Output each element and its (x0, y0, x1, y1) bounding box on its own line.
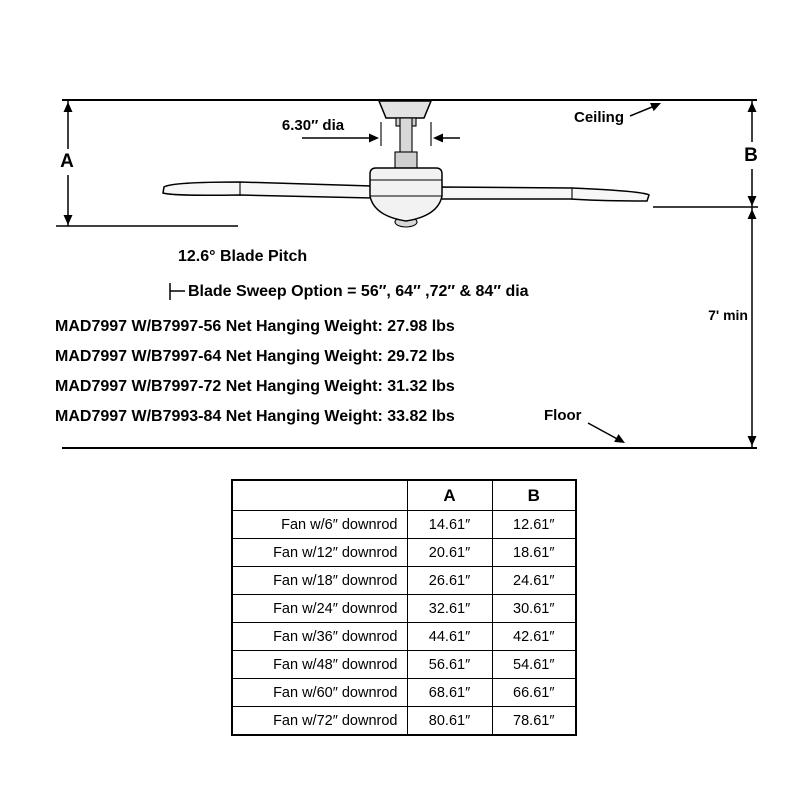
value-a: 14.61″ (406, 510, 493, 539)
floor-pointer-line (587, 422, 622, 442)
downrod-coupler (394, 151, 418, 169)
value-a: 68.61″ (406, 678, 493, 707)
row-label: Fan w/48″ downrod (231, 650, 408, 679)
fan-blade-left (162, 181, 373, 199)
hanging-weight-line-72: MAD7997 W/B7997-72 Net Hanging Weight: 3… (55, 378, 455, 395)
fan-downrod (399, 117, 413, 157)
value-b: 78.61″ (491, 706, 577, 736)
value-b: 54.61″ (491, 650, 577, 679)
dim-b-top-arrow-icon (747, 102, 757, 112)
table-corner-cell (231, 479, 408, 511)
col-header-a: A (406, 479, 493, 511)
hanging-weight-line-84: MAD7997 W/B7993-84 Net Hanging Weight: 3… (55, 408, 455, 425)
dim-a-top-arrow-icon (63, 102, 73, 112)
table-row: Fan w/24″ downrod 32.61″ 30.61″ (231, 594, 577, 623)
value-a: 44.61″ (406, 622, 493, 651)
value-b: 30.61″ (491, 594, 577, 623)
dim-a-bottom-arrow-icon (63, 215, 73, 225)
floor-pointer-arrow-icon (614, 434, 625, 443)
dim-b-label: B (744, 145, 758, 166)
hanging-weight-line-64: MAD7997 W/B7997-64 Net Hanging Weight: 2… (55, 348, 455, 365)
dim-b-bottom-arrow-icon (747, 196, 757, 206)
table-row: Fan w/60″ downrod 68.61″ 66.61″ (231, 678, 577, 707)
value-b: 24.61″ (491, 566, 577, 595)
canopy-dia-left-arrow-icon (433, 133, 443, 143)
value-a: 56.61″ (406, 650, 493, 679)
fan-motor-housing (369, 167, 443, 222)
table-row: Fan w/48″ downrod 56.61″ 54.61″ (231, 650, 577, 679)
row-label: Fan w/72″ downrod (231, 706, 408, 736)
dim-a-label: A (60, 151, 74, 172)
table-row: Fan w/18″ downrod 26.61″ 24.61″ (231, 566, 577, 595)
ceiling-label: Ceiling (574, 109, 624, 126)
fan-canopy (377, 100, 433, 119)
ceiling-fan-drawing (162, 100, 650, 228)
table-row: Fan w/36″ downrod 44.61″ 42.61″ (231, 622, 577, 651)
min-height-top-arrow-icon (747, 209, 757, 219)
table-row: Fan w/72″ downrod 80.61″ 78.61″ (231, 706, 577, 736)
row-label: Fan w/60″ downrod (231, 678, 408, 707)
value-b: 18.61″ (491, 538, 577, 567)
value-b: 66.61″ (491, 678, 577, 707)
floor-label: Floor (544, 407, 582, 424)
ceiling-pointer-arrow-icon (650, 102, 661, 112)
value-b: 12.61″ (491, 510, 577, 539)
value-a: 32.61″ (406, 594, 493, 623)
min-height-bottom-arrow-icon (747, 436, 757, 446)
blade-sweep-label: Blade Sweep Option = 56″, 64″ ,72″ & 84″… (188, 283, 529, 300)
value-a: 26.61″ (406, 566, 493, 595)
blade-pitch-label: 12.6° Blade Pitch (178, 248, 307, 265)
table-row: Fan w/6″ downrod 14.61″ 12.61″ (231, 510, 577, 539)
row-label: Fan w/24″ downrod (231, 594, 408, 623)
value-a: 80.61″ (406, 706, 493, 736)
col-header-b: B (491, 479, 577, 511)
row-label: Fan w/6″ downrod (231, 510, 408, 539)
row-label: Fan w/18″ downrod (231, 566, 408, 595)
canopy-diameter-label: 6.30″ dia (282, 117, 345, 134)
table-header-row: A B (231, 479, 577, 511)
downrod-dimension-table: A B Fan w/6″ downrod 14.61″ 12.61″ Fan w… (231, 479, 577, 736)
value-a: 20.61″ (406, 538, 493, 567)
row-label: Fan w/36″ downrod (231, 622, 408, 651)
fan-dimension-diagram: A B 7' min 6.30″ dia (55, 99, 758, 449)
min-height-label: 7' min (708, 307, 748, 323)
fan-blade-right (439, 186, 650, 202)
table-row: Fan w/12″ downrod 20.61″ 18.61″ (231, 538, 577, 567)
canopy-dia-right-arrow-icon (369, 133, 379, 143)
hanging-weight-line-56: MAD7997 W/B7997-56 Net Hanging Weight: 2… (55, 318, 455, 335)
value-b: 42.61″ (491, 622, 577, 651)
row-label: Fan w/12″ downrod (231, 538, 408, 567)
